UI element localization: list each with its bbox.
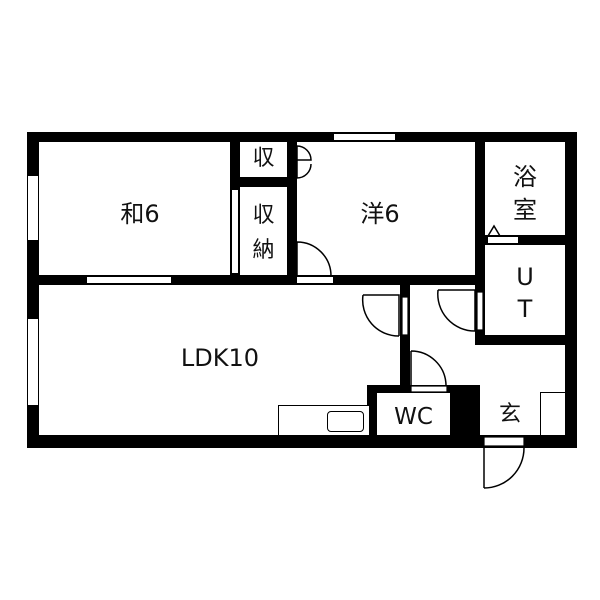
window-washitsu-south <box>86 276 172 284</box>
room-label-ldk: LDK10 <box>180 344 260 372</box>
wall-closet-right <box>287 132 297 285</box>
bath-door <box>487 236 519 244</box>
window-washitsu-west <box>27 175 39 241</box>
wall-hall <box>400 285 410 390</box>
wall-ut-bottom <box>475 335 577 345</box>
room-label-wc: WC <box>394 404 433 430</box>
wall-closet-mid <box>230 177 297 187</box>
room-label-closet-small: 収 <box>252 146 275 171</box>
wall-right <box>565 132 577 448</box>
room-label-bath-1: 浴 <box>513 163 537 191</box>
wall-wc-right <box>450 385 480 445</box>
wall-wc-left <box>367 385 377 445</box>
room-label-ut-1: U <box>516 263 534 291</box>
room-label-washitsu: 和6 <box>120 200 160 228</box>
room-label-bath-2: 室 <box>513 196 537 224</box>
room-label-yoshitsu: 洋6 <box>360 200 400 228</box>
wall-bath-ut <box>475 235 577 245</box>
shoe-shelf <box>540 392 566 436</box>
door-yoshitsu-frame <box>296 276 334 284</box>
wall-bottom <box>27 435 577 448</box>
window-ldk-west <box>27 318 39 406</box>
closet-sliding-door <box>231 189 239 274</box>
window-yoshitsu-north <box>333 133 396 141</box>
kitchen-sink <box>327 411 364 432</box>
wall-washitsu-ldk <box>27 275 485 285</box>
room-label-closet-2: 納 <box>252 238 275 263</box>
room-label-closet-1: 収 <box>252 203 275 228</box>
wall-top <box>27 132 577 142</box>
room-label-entrance: 玄 <box>498 402 521 427</box>
room-label-ut-2: T <box>517 295 533 323</box>
